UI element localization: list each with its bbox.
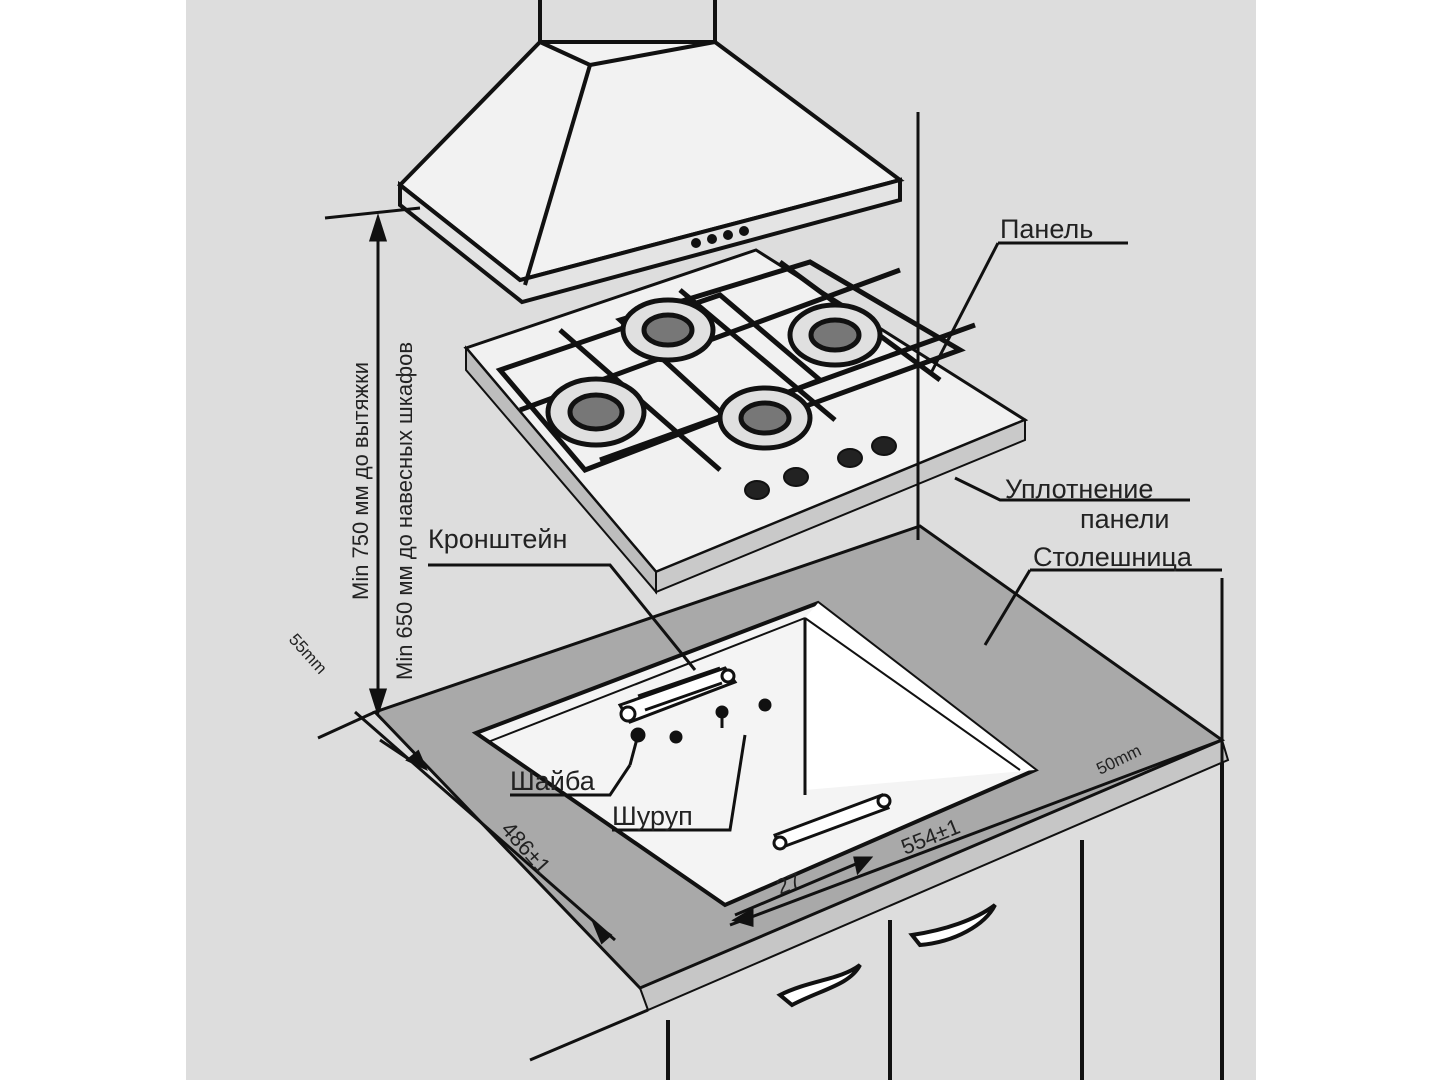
cabinet-handle-right — [908, 903, 997, 948]
cabinet-clearance-label: Min 650 мм до навесных шкафов — [392, 342, 417, 680]
hood-clearance-label: Min 750 мм до вытяжки — [348, 362, 373, 600]
washer-label: Шайба — [510, 766, 596, 796]
washer-icon — [619, 705, 637, 723]
knob-icon — [871, 436, 897, 456]
range-hood-icon — [397, 0, 905, 305]
knob-icon — [783, 467, 809, 487]
panel-seal-label-2: панели — [1080, 504, 1170, 534]
screws — [628, 698, 772, 766]
leader-lines — [428, 241, 1222, 832]
countertop-label: Столешница — [1033, 542, 1193, 572]
panel-label: Панель — [1000, 214, 1093, 244]
width-dimension — [729, 578, 1224, 1080]
cabinet-handle-left — [776, 963, 862, 1008]
knob-icon — [744, 480, 770, 500]
knob-icon — [837, 448, 863, 468]
depth-dimension — [354, 710, 616, 945]
screw-label: Шуруп — [612, 801, 693, 831]
gas-hob — [463, 248, 1029, 595]
lower-bracket — [772, 793, 892, 851]
bracket — [617, 666, 738, 724]
screw-icon — [630, 727, 646, 743]
panel-seal-label-1: Уплотнение — [1005, 474, 1153, 504]
height-dimension — [317, 206, 421, 740]
bracket-label: Кронштейн — [428, 524, 567, 554]
